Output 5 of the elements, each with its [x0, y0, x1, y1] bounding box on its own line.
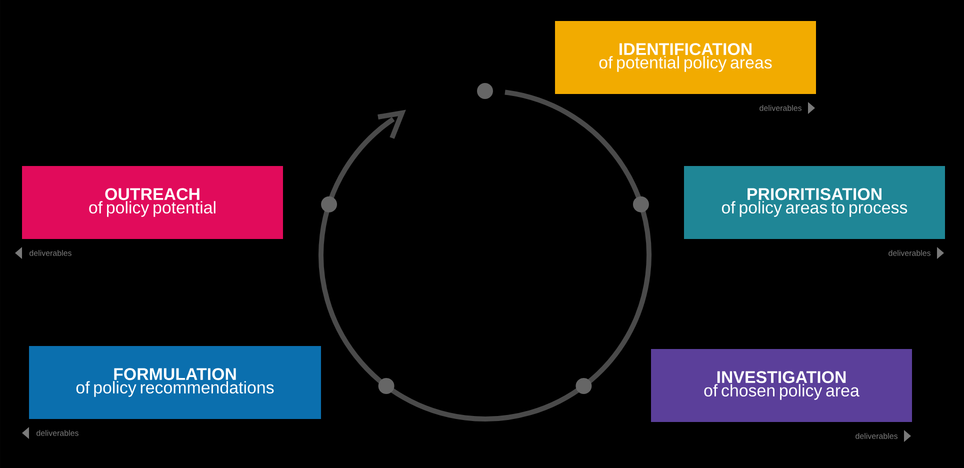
- process-box: OUTREACH of policy potential: [22, 166, 283, 239]
- process-box: PRIORITISATION of policy areas to process: [684, 166, 945, 239]
- process-box: INVESTIGATION of chosen policy area: [651, 349, 912, 422]
- process-box: IDENTIFICATION of potential policy areas: [555, 21, 816, 94]
- process-box: FORMULATION of policy recommendations: [29, 346, 321, 419]
